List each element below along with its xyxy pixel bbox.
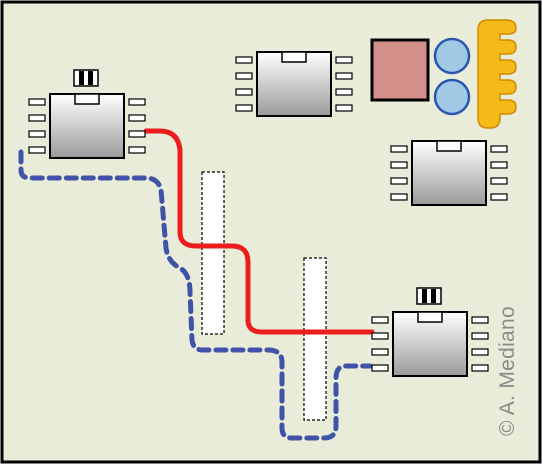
copper-pad <box>370 38 430 102</box>
board-slot-left <box>201 171 225 335</box>
dashed-ground-trace <box>18 149 373 441</box>
chip-bottom-right-cap <box>416 287 442 305</box>
copyright-credit: © A. Mediano <box>496 306 519 436</box>
heatsink-comb <box>477 19 517 129</box>
board-slot-right <box>303 257 327 421</box>
via-bottom <box>433 78 471 116</box>
chip-top-left-cap <box>73 69 99 87</box>
signal-trace <box>143 128 375 335</box>
via-top <box>433 37 471 75</box>
